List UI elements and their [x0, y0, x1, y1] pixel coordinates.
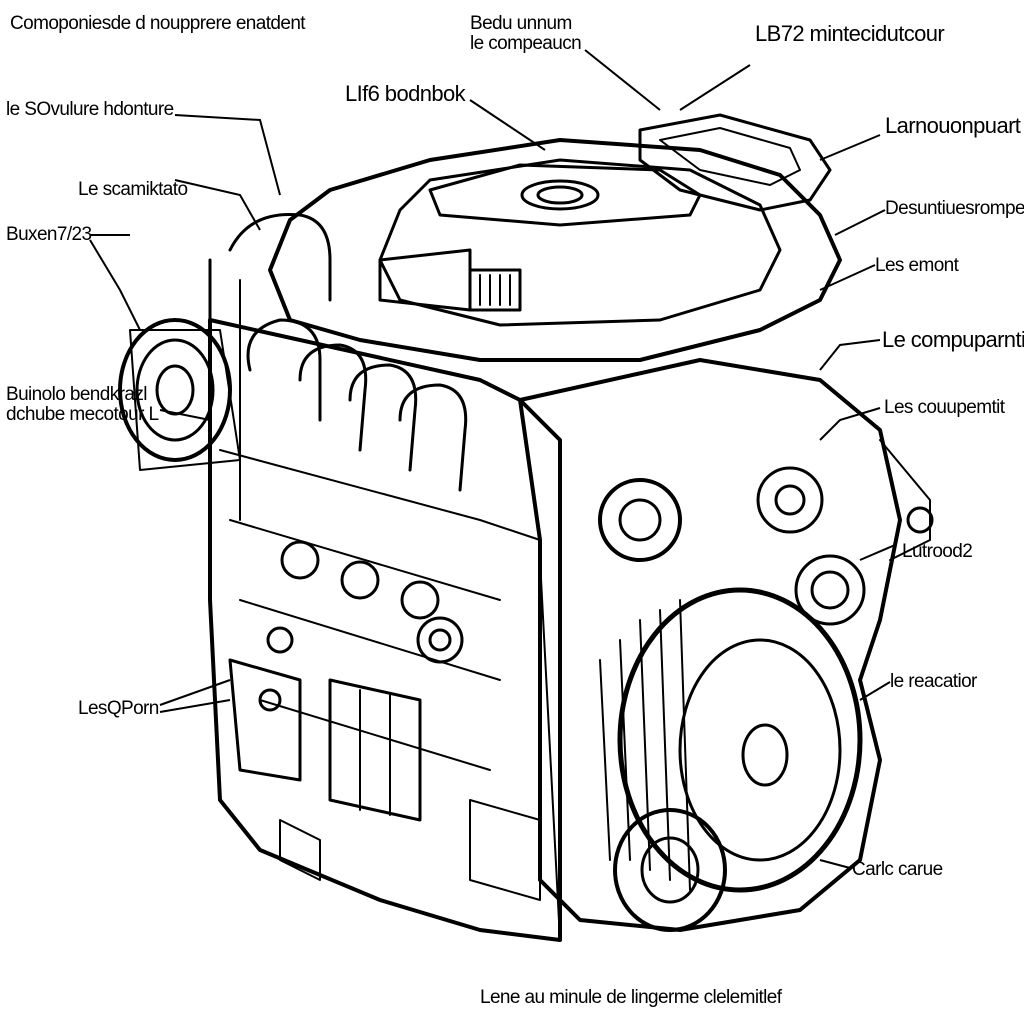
label-les-emont: Les emont [875, 255, 959, 276]
label-auride-line1: Buinolo bendkrazl [6, 384, 147, 405]
label-top-right: LB72 mintecidutcour [755, 21, 945, 46]
label-le-so: le SOvulure hdonture [6, 99, 174, 120]
label-le-scam: Le scamiktato [78, 179, 188, 200]
label-lutrood: Lutrood2 [902, 541, 973, 562]
label-top-center: Bedu unnum le compeaucn [470, 13, 582, 54]
label-les-qporn: LesQPorn [78, 698, 159, 719]
label-auride: Buinolo bendkrazl dchube mecotour L [6, 384, 159, 425]
label-lamoto: Larnouonpuart [885, 113, 1021, 138]
engine-illustration [118, 113, 934, 942]
label-les-coup: Les couupemtit [884, 397, 1005, 418]
label-top-center-line2: le compeaucn [470, 33, 582, 54]
label-top-center-line1: Bedu unnum [470, 13, 572, 34]
label-top-left: Comoponiesde d noupprere enatdent [10, 13, 306, 34]
figure-caption: Lene au minule de lingerme clelemitlef [480, 987, 782, 1008]
label-le-reaca: le reacatior [890, 671, 977, 692]
label-auride-line2: dchube mecotour L [6, 404, 159, 425]
label-desunt: Desuntiuesrompe [885, 198, 1024, 219]
label-carlc: Carlc carue [852, 859, 943, 880]
label-buxen: Buxen7/23 [6, 224, 92, 245]
label-lif6: LIf6 bodnbok [345, 81, 466, 106]
leader-lines [89, 49, 896, 869]
label-le-compu: Le compuparntioe [882, 327, 1024, 352]
